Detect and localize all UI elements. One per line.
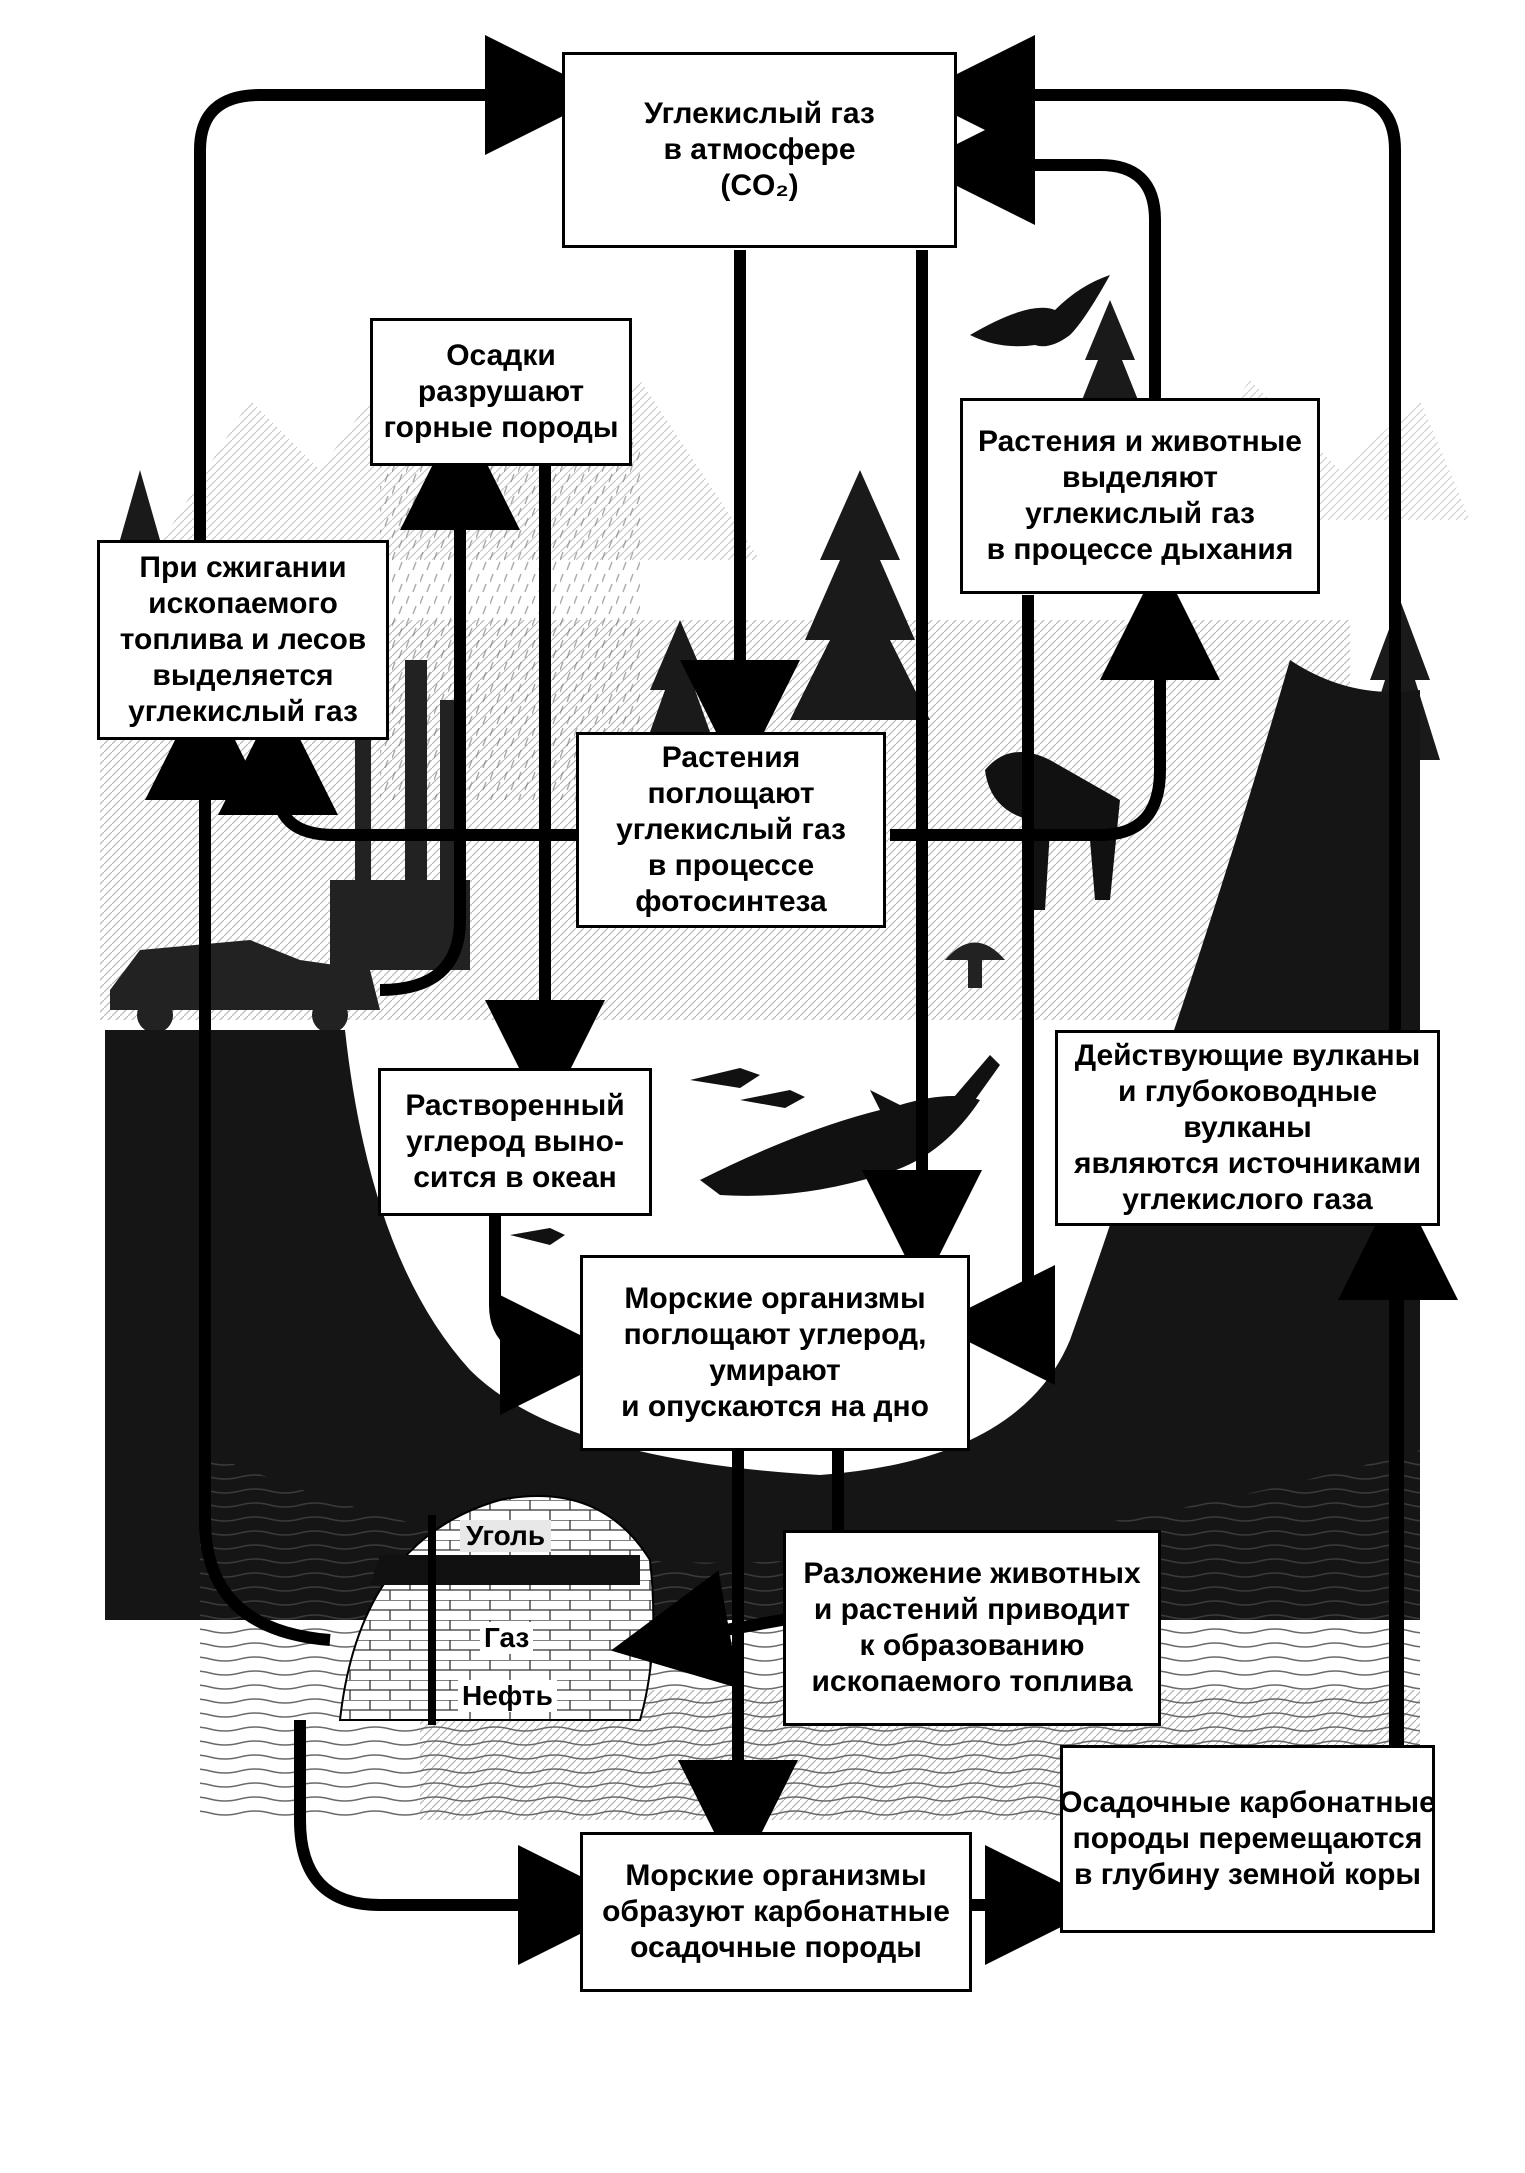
photosynthesis-line-4: в процессе	[647, 849, 815, 882]
label-oil: Нефть	[458, 1680, 557, 1712]
volcanoes-line-4: являются источниками	[1073, 1147, 1422, 1180]
label-gas: Газ	[480, 1622, 534, 1654]
marine-absorb-line-4: и опускаются на дно	[621, 1390, 929, 1423]
atmosphere-line-3: (CO₂)	[720, 169, 799, 202]
respiration-line-4: в процессе дыхания	[986, 533, 1294, 566]
box-precipitation: Осадки разрушают горные породы	[370, 318, 632, 466]
precipitation-line-3: горные породы	[383, 411, 619, 444]
combustion-line-2: ископаемого	[148, 587, 338, 620]
decomposition-line-4: ископаемого топлива	[811, 1665, 1133, 1698]
volcanoes-line-3: вулканы	[1183, 1111, 1312, 1144]
combustion-line-5: углекислый газ	[128, 695, 358, 728]
flow-arrows	[145, 35, 1458, 1965]
decomposition-line-3: к образованию	[859, 1629, 1085, 1662]
box-combustion: При сжигании ископаемого топлива и лесов…	[97, 540, 389, 740]
volcanoes-line-2: и глубоководные	[1117, 1075, 1378, 1108]
marine-form-line-2: образуют карбонатные	[602, 1895, 950, 1928]
dissolved-line-3: сится в океан	[413, 1161, 617, 1194]
box-respiration: Растения и животные выделяют углекислый …	[960, 398, 1320, 594]
marine-form-line-1: Морские организмы	[625, 1859, 927, 1892]
sedimentary-line-2: породы перемещаются	[1072, 1822, 1423, 1855]
photosynthesis-line-3: углекислый газ	[616, 813, 846, 846]
decomposition-line-1: Разложение животных	[803, 1557, 1141, 1590]
box-sedimentary: Осадочные карбонатные породы перемещаютс…	[1059, 1745, 1436, 1933]
box-dissolved-carbon: Растворенный углерод выно- сится в океан	[378, 1068, 652, 1216]
marine-absorb-line-3: умирают	[709, 1354, 841, 1387]
fuel-deposit	[338, 1495, 655, 1725]
dissolved-line-1: Растворенный	[405, 1089, 625, 1122]
combustion-line-4: выделяется	[152, 659, 334, 692]
atmosphere-line-2: в атмосфере	[663, 133, 856, 166]
box-volcanoes: Действующие вулканы и глубоководные вулк…	[1055, 1030, 1440, 1226]
sedimentary-line-1: Осадочные карбонатные	[1059, 1786, 1436, 1819]
volcanoes-line-1: Действующие вулканы	[1074, 1039, 1421, 1072]
box-marine-absorb: Морские организмы поглощают углерод, уми…	[580, 1255, 970, 1451]
box-decomposition: Разложение животных и растений приводит …	[783, 1530, 1161, 1726]
marine-form-line-3: осадочные породы	[630, 1931, 922, 1964]
volcanoes-line-5: углекислого газа	[1122, 1183, 1373, 1216]
box-marine-form: Морские организмы образуют карбонатные о…	[580, 1832, 972, 1992]
sedimentary-line-3: в глубину земной коры	[1073, 1858, 1422, 1891]
photosynthesis-line-2: поглощают	[647, 777, 815, 810]
combustion-line-3: топлива и лесов	[119, 623, 367, 656]
respiration-line-1: Растения и животные	[978, 425, 1302, 458]
marine-absorb-line-1: Морские организмы	[624, 1282, 926, 1315]
combustion-line-1: При сжигании	[139, 551, 347, 584]
photosynthesis-line-5: фотосинтеза	[635, 885, 827, 918]
photosynthesis-line-1: Растения	[661, 741, 801, 774]
box-photosynthesis: Растения поглощают углекислый газ в проц…	[576, 732, 886, 928]
respiration-line-3: углекислый газ	[1025, 497, 1255, 530]
respiration-line-2: выделяют	[1062, 461, 1218, 494]
label-coal: Уголь	[460, 1520, 552, 1552]
box-atmosphere: Углекислый газ в атмосфере (CO₂)	[562, 52, 957, 248]
decomposition-line-2: и растений приводит	[813, 1593, 1131, 1626]
precipitation-line-1: Осадки	[446, 339, 556, 372]
precipitation-line-2: разрушают	[417, 375, 585, 408]
marine-absorb-line-2: поглощают углерод,	[623, 1318, 927, 1351]
atmosphere-line-1: Углекислый газ	[644, 97, 875, 130]
dissolved-line-2: углерод выно-	[406, 1125, 624, 1158]
